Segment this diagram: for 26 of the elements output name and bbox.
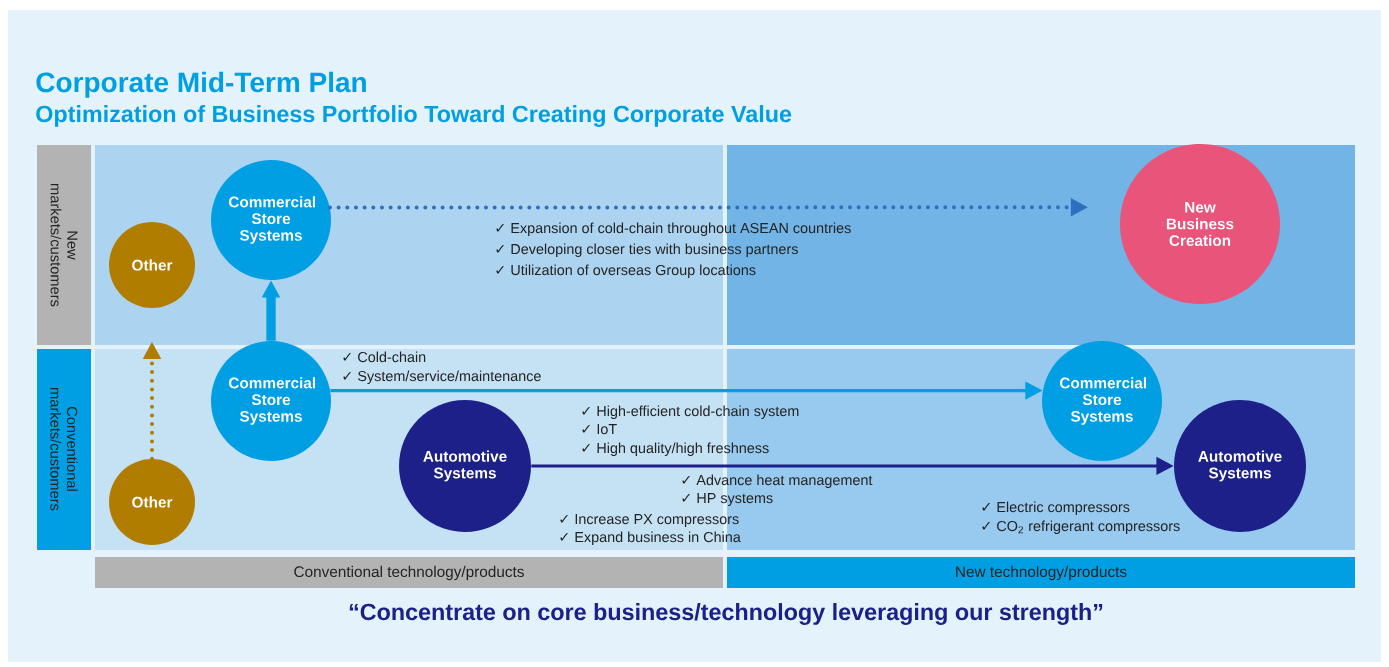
check-item: ✓ Developing closer ties with business partners (496, 243, 798, 257)
column-header: New technology/products (727, 557, 1355, 588)
check-item: ✓ High quality/high freshness (582, 442, 769, 456)
row-header: New markets/customers (37, 145, 91, 345)
check-item: ✓ System/service/maintenance (343, 370, 541, 384)
check-item: ✓ HP systems (682, 493, 773, 506)
circle-node: Other (109, 459, 195, 545)
check-item: ✓ Electric compressors (982, 501, 1130, 515)
check-item: ✓ IoT (582, 424, 617, 435)
circle-node: Automotive Systems (399, 400, 531, 532)
subtitle: Optimization of Business Portfolio Toward Creating Corporate Value (36, 105, 792, 127)
title: Corporate Mid-Term Plan (36, 71, 366, 98)
check-item: ✓ Advance heat management (682, 474, 873, 488)
check-item: ✓ Increase PX compressors (560, 514, 739, 527)
caption: “Concentrate on core business/technology leveraging our strength” (349, 603, 1103, 625)
circle-node: Commercial Store Systems (1042, 341, 1162, 461)
check-item: ✓ Cold-chain (343, 351, 426, 363)
row-header: Conventional markets/customers (37, 349, 91, 550)
circle-node: Other (109, 222, 195, 308)
circle-node: Commercial Store Systems (211, 341, 331, 461)
check-item: ✓ Expand business in China (560, 531, 741, 545)
check-item: ✓ High-efficient cold-chain system (582, 405, 799, 419)
column-header: Conventional technology/products (95, 557, 723, 588)
circle-node: New Business Creation (1120, 144, 1280, 304)
circle-node: Commercial Store Systems (211, 160, 331, 280)
check-item: ✓ Expansion of cold-chain throughout ASEAN countries (496, 222, 851, 236)
